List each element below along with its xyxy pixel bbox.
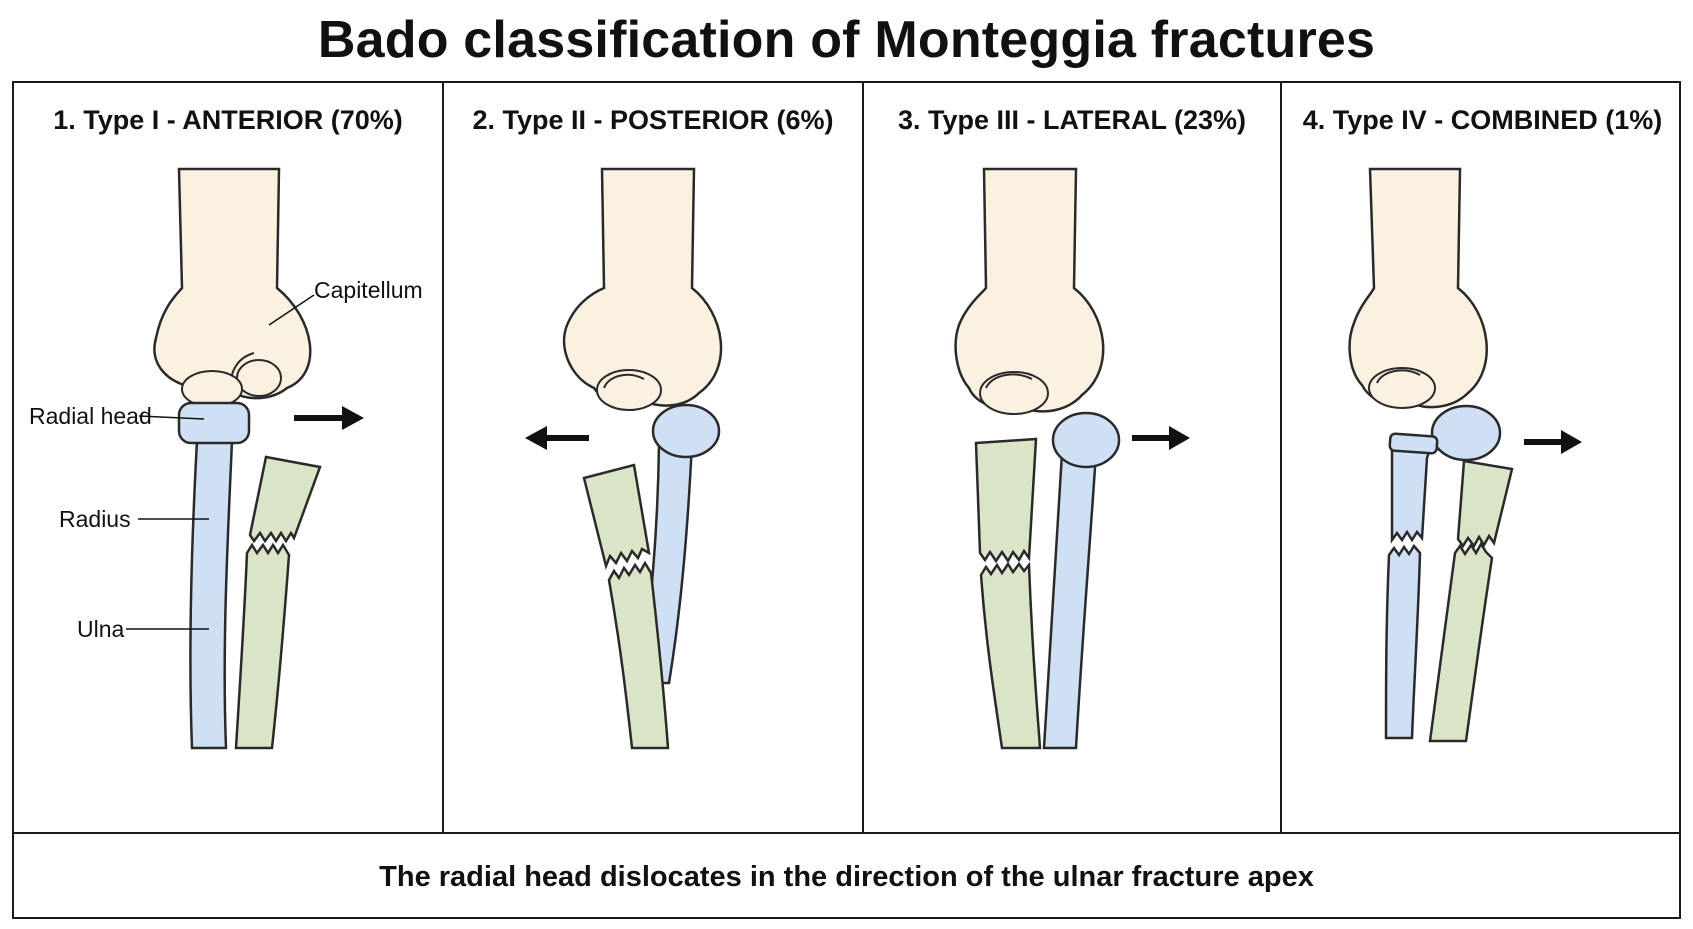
radial-head-bone bbox=[651, 403, 721, 459]
arrow-right-icon bbox=[1132, 426, 1190, 450]
type-4-illustration bbox=[1348, 167, 1582, 743]
panel-type-2: 2. Type II - POSTERIOR (6%) bbox=[442, 83, 862, 832]
ulna-bone bbox=[1428, 541, 1494, 743]
ulna-fragment-upper bbox=[974, 437, 1038, 564]
panel-title: 4. Type IV - COMBINED (1%) bbox=[1302, 105, 1663, 135]
radial-head-bone bbox=[1051, 411, 1121, 469]
ulna-fragment-upper bbox=[1456, 459, 1514, 549]
type-3-illustration bbox=[954, 167, 1190, 750]
ulna-bone bbox=[234, 542, 291, 750]
radial-head-label: Radial head bbox=[29, 403, 152, 429]
ulna-bone bbox=[979, 561, 1042, 750]
radius-bone bbox=[1384, 543, 1422, 740]
page-title: Bado classification of Monteggia fractur… bbox=[317, 11, 1376, 69]
radial-head-bone bbox=[1430, 404, 1502, 462]
ulna-label: Ulna bbox=[77, 616, 125, 642]
trochlea bbox=[1368, 367, 1436, 409]
humerus bbox=[562, 167, 723, 407]
capitellum-label: Capitellum bbox=[314, 277, 423, 303]
trochlea bbox=[181, 370, 243, 408]
capitellum-bone bbox=[236, 359, 282, 397]
ulna-bone bbox=[607, 560, 670, 750]
trochlea bbox=[979, 371, 1049, 415]
arrow-right-icon bbox=[1524, 430, 1582, 454]
ulna-fragment-upper bbox=[582, 463, 651, 571]
footer-caption: The radial head dislocates in the direct… bbox=[14, 832, 1679, 920]
panel-title: 3. Type III - LATERAL (23%) bbox=[897, 105, 1247, 135]
arrow-left-icon bbox=[525, 426, 589, 450]
ulna-fragment-upper bbox=[248, 455, 322, 544]
radius-bone bbox=[189, 439, 234, 750]
arrow-right-icon bbox=[294, 406, 364, 430]
panel-type-1: 1. Type I - ANTERIOR (70%) Capi bbox=[14, 83, 442, 832]
diagram-frame: 1. Type I - ANTERIOR (70%) Capi bbox=[12, 81, 1681, 919]
trochlea bbox=[596, 369, 662, 411]
type-2-illustration bbox=[525, 167, 723, 750]
panel-type-4: 4. Type IV - COMBINED (1%) bbox=[1280, 83, 1683, 832]
type-1-illustration: Capitellum Radial head Radius Ulna bbox=[29, 167, 423, 750]
panel-title: 1. Type I - ANTERIOR (70%) bbox=[53, 105, 403, 135]
panel-type-3: 3. Type III - LATERAL (23%) bbox=[862, 83, 1280, 832]
radial-head-bone bbox=[177, 401, 251, 445]
panel-title: 2. Type II - POSTERIOR (6%) bbox=[472, 105, 834, 135]
radius-bone bbox=[1042, 451, 1098, 750]
humerus bbox=[153, 167, 312, 400]
radius-label: Radius bbox=[59, 506, 131, 532]
